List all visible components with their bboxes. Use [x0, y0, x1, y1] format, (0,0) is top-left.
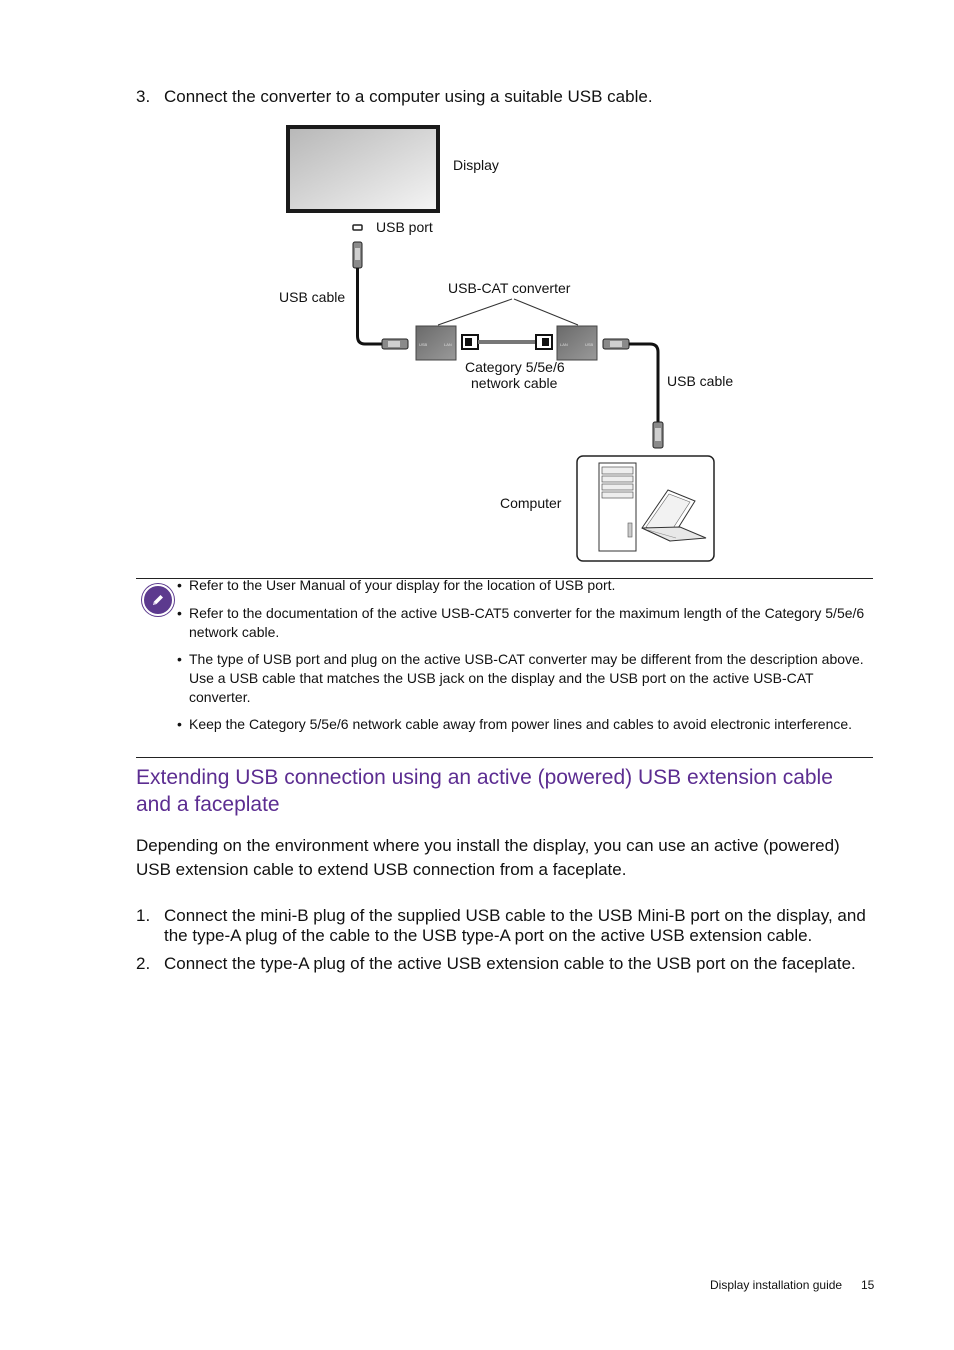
note-list: Refer to the User Manual of your display…: [174, 576, 869, 734]
step-text: Connect the type-A plug of the active US…: [164, 954, 856, 973]
step-text: Connect the mini-B plug of the supplied …: [164, 906, 866, 945]
usb-cable-left: [352, 241, 409, 350]
step-text: Connect the converter to a computer usin…: [164, 87, 653, 106]
usb-cable-right-label: USB cable: [667, 373, 733, 389]
note-item: The type of USB port and plug on the act…: [174, 650, 869, 707]
section-intro: Depending on the environment where you i…: [136, 836, 840, 879]
display-label: Display: [453, 157, 499, 173]
box-port-label: LAN: [560, 342, 568, 347]
box-port-label: LAN: [444, 342, 452, 347]
usb-cable-right: [602, 338, 664, 449]
display-illustration: [286, 125, 440, 213]
note-item: Refer to the documentation of the active…: [174, 604, 869, 642]
converter-pointer-left: [437, 298, 513, 326]
page-number: 15: [861, 1278, 875, 1292]
step-number: 1.: [136, 906, 151, 925]
usb-cable-left-label: USB cable: [279, 289, 345, 305]
network-cable: [461, 334, 553, 350]
usb-port-label: USB port: [376, 219, 433, 235]
usb-port-icon: [352, 224, 363, 231]
step-number: 2.: [136, 954, 151, 973]
network-cable-label-line2: network cable: [471, 375, 558, 391]
computer-illustration: [576, 455, 715, 562]
box-port-label: USB: [585, 342, 594, 347]
connection-diagram: Display USB port USB cable USB-CAT conve…: [279, 125, 733, 562]
step-number: 3.: [136, 87, 151, 106]
converter-box-left: USB LAN: [415, 325, 457, 361]
note-item: Refer to the User Manual of your display…: [174, 576, 869, 595]
section-heading: Extending USB connection using an active…: [136, 766, 833, 816]
converter-box-right: LAN USB: [556, 325, 598, 361]
note-item: Keep the Category 5/5e/6 network cable a…: [174, 715, 869, 734]
box-port-label: USB: [419, 342, 428, 347]
footer-title: Display installation guide: [710, 1278, 843, 1292]
converter-pointer-right: [513, 298, 579, 326]
network-cable-label-line1: Category 5/5e/6: [465, 359, 565, 375]
note-box: Refer to the User Manual of your display…: [136, 576, 873, 758]
note-pencil-icon: [142, 584, 174, 616]
computer-label: Computer: [500, 495, 562, 511]
converter-label: USB-CAT converter: [448, 280, 571, 296]
